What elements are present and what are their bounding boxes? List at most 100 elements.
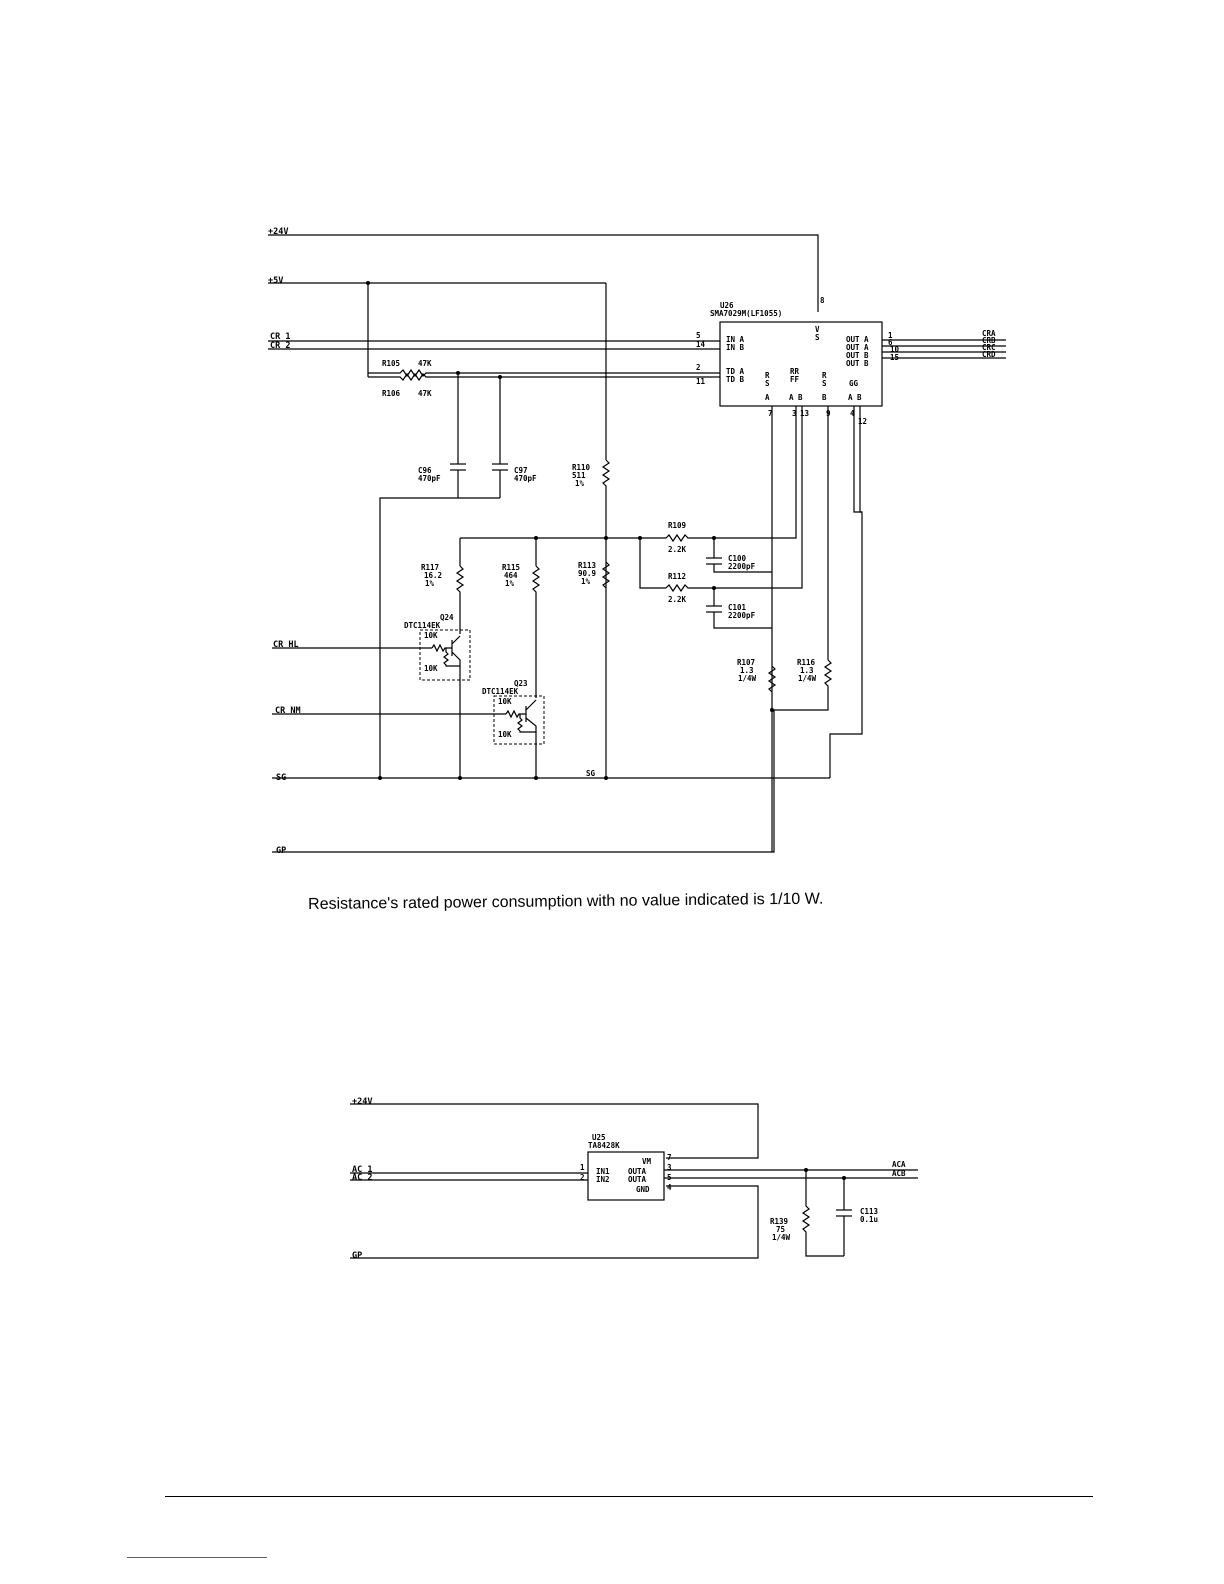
r110-value: 511 [572, 471, 586, 480]
ic-pin-out-a2: OUT A [846, 343, 869, 352]
wire-cap-ground [379, 497, 500, 778]
r105-ref: R105 [382, 359, 400, 368]
input-label-cr-nm: CR NM [275, 706, 301, 716]
pin-vs: 8 [820, 296, 825, 305]
r106-value: 47K [418, 389, 432, 398]
ic2-pin-gnd: GND [636, 1185, 650, 1194]
q23-r2: 10K [498, 730, 512, 739]
wire2-gp [350, 1185, 759, 1259]
pin-in-a: 5 [696, 331, 701, 340]
ic2-pin-vm: VM [642, 1157, 652, 1166]
c97-ref: C97 [514, 466, 528, 475]
junction-sg-2 [458, 776, 462, 780]
transistor-q24-box [419, 629, 471, 681]
input-label-cr-hl: CR HL [273, 640, 299, 650]
wire-gp [272, 710, 775, 853]
ic-pin-vs-v: V [815, 325, 820, 334]
output-label-crb: CRB [982, 336, 996, 345]
pin-out-15: 15 [890, 353, 899, 362]
pin2-in1: 1 [580, 1163, 585, 1172]
junction-sg-3 [534, 776, 538, 780]
q24-part: DTC114EK [404, 621, 441, 630]
resistor-r113 [601, 561, 611, 589]
resistor-r109 [640, 414, 797, 543]
pin-in-b: 14 [696, 340, 706, 349]
resistor-r107 [767, 665, 777, 693]
resistor-r106 [368, 372, 720, 382]
r117-ref: R117 [421, 563, 439, 572]
r139-value: 75 [776, 1225, 785, 1234]
ic-pin-rs-s: S [765, 379, 770, 388]
pin2-outa1: 3 [667, 1163, 672, 1172]
transistor-q24 [431, 635, 461, 667]
r105-value: 47K [418, 359, 432, 368]
r112-value: 2.2K [668, 595, 687, 604]
output-label-crd: CRD [982, 350, 996, 359]
wire2-24v [350, 1103, 759, 1159]
r113-tol: 1% [581, 577, 591, 586]
output-label-crc: CRC [982, 343, 996, 352]
c97-value: 470pF [514, 474, 537, 483]
c96-value: 470pF [418, 474, 441, 483]
output2-label-acb: ACB [892, 1169, 906, 1178]
pin-4: 4 [850, 409, 855, 418]
c100-value: 2200pF [728, 562, 756, 571]
junction-sg-4 [604, 776, 608, 780]
r117-tol: 1% [425, 579, 435, 588]
r139-ref: R139 [770, 1217, 789, 1226]
c96-ref: C96 [418, 466, 432, 475]
resistor-r112 [665, 414, 803, 593]
c113-ref: C113 [860, 1207, 879, 1216]
ic-pin-ab1: A B [789, 393, 803, 402]
ic-pin-rs2-r: R [822, 371, 827, 380]
ic-u26-body [719, 321, 883, 407]
r116-power: 1/4W [798, 674, 817, 683]
r115-tol: 1% [505, 579, 515, 588]
pin2-vm: 7 [667, 1153, 672, 1162]
footer-rule [165, 1496, 1093, 1497]
ic-pin-in-b: IN B [726, 343, 745, 352]
r139-power: 1/4W [772, 1233, 791, 1242]
pin-out-6: 6 [888, 338, 893, 347]
wire-pin12 [829, 406, 863, 778]
output-label-cra: CRA [982, 329, 996, 338]
r115-value: 464 [504, 571, 518, 580]
r106-ref: R106 [382, 389, 401, 398]
pin-13: 13 [800, 409, 810, 418]
pin-7: 7 [768, 409, 773, 418]
ic-pin-out-b2: OUT B [846, 359, 869, 368]
input-label-cr1: CR 1 [270, 332, 290, 342]
ic-pin-out-b1: OUT B [846, 351, 869, 360]
ic-pin-vs-s: S [815, 333, 820, 342]
rail-label-24v: +24V [268, 227, 288, 237]
q23-r1: 10K [498, 697, 512, 706]
resistor-r115 [531, 565, 541, 698]
ic-pin-rs2-s: S [822, 379, 827, 388]
input-label-cr2: CR 2 [270, 341, 290, 351]
ic-pin-a: A [765, 393, 770, 402]
q24-r1: 10K [424, 631, 438, 640]
r116-value: 1.3 [800, 666, 814, 675]
r110-tol: 1% [575, 479, 585, 488]
resistor-r105 [368, 368, 720, 378]
wire-c101-bot [713, 612, 772, 629]
ic-pin-rrff-rr: RR [790, 367, 800, 376]
pin-12: 12 [858, 417, 867, 426]
c101-value: 2200pF [728, 611, 756, 620]
r107-ref: R107 [737, 658, 755, 667]
r113-ref: R113 [578, 561, 597, 570]
transistor-q23 [505, 699, 537, 733]
c100-ref: C100 [728, 554, 747, 563]
junction-c101 [712, 586, 716, 590]
junction-r107-r116 [770, 708, 774, 712]
ic2-pin-in1: IN1 [596, 1167, 610, 1176]
q24-r2: 10K [424, 664, 438, 673]
ic-pin-gg: GG [849, 379, 859, 388]
rail2-label-gp: GP [352, 1251, 362, 1261]
pin-out-10: 10 [890, 345, 900, 354]
c113-value: 0.1u [860, 1215, 878, 1224]
resistor-r110 [601, 459, 611, 778]
rail-label-gp: GP [276, 846, 286, 856]
ic-pin-ab2: A B [848, 393, 862, 402]
r116-ref: R116 [797, 658, 816, 667]
